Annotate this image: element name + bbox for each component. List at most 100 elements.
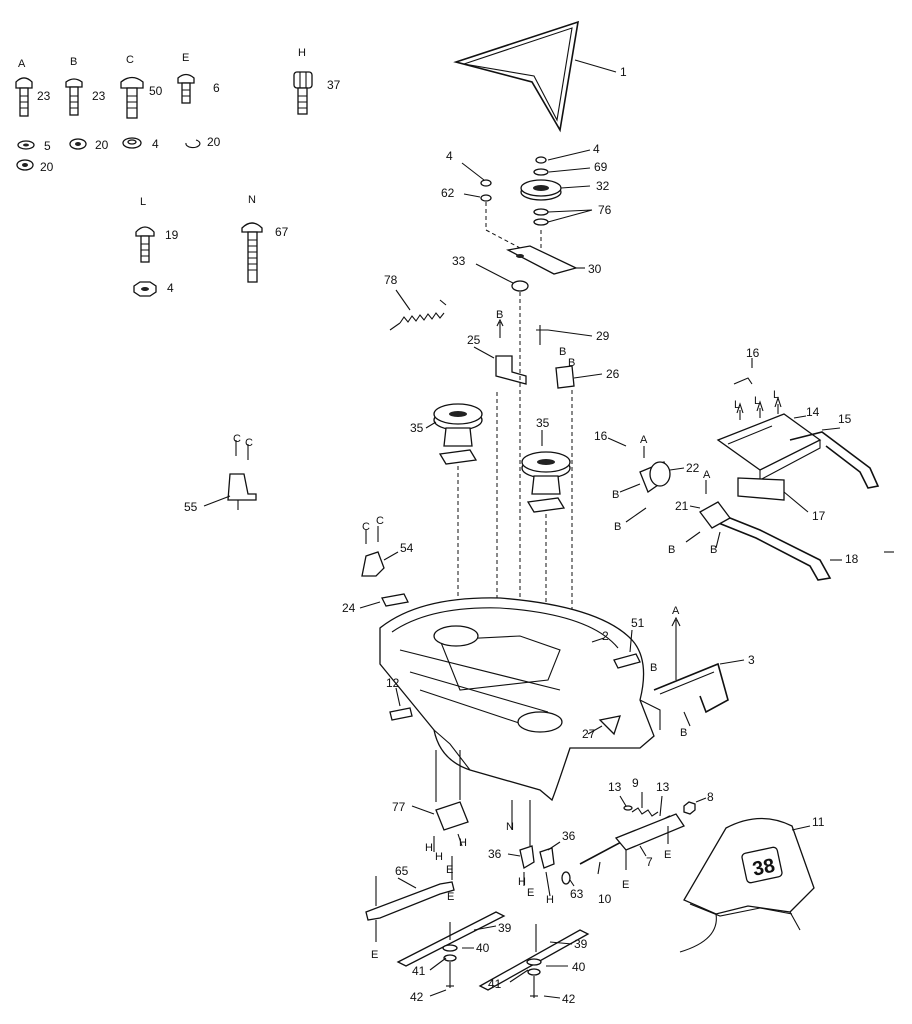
key-qty-c: 50 [149, 84, 163, 98]
idler-arm-bracket [506, 245, 585, 275]
lift-assembly [715, 358, 880, 581]
key-letter-b: B [70, 56, 77, 68]
marker-h-36a: H [518, 876, 526, 888]
callout-4a: 4 [446, 149, 453, 163]
carriage-bolt-e [177, 73, 195, 104]
callout-35b: 35 [536, 416, 550, 430]
callout-55: 55 [184, 500, 198, 514]
split-washer-icon [185, 139, 201, 149]
callout-35a: 35 [410, 421, 424, 435]
carriage-bolt-n [241, 222, 263, 283]
key-nut-20a: 20 [95, 138, 109, 152]
key-letter-c: C [126, 54, 134, 66]
marker-l-3: L [773, 389, 779, 401]
front-lift-rod [653, 616, 745, 727]
discharge-chute [679, 817, 815, 953]
callout-69: 69 [594, 160, 608, 174]
marker-e-65b: E [371, 949, 378, 961]
callout-77: 77 [392, 800, 406, 814]
flat-washer-icon [122, 137, 142, 149]
callout-26: 26 [606, 367, 620, 381]
callout-36b: 36 [488, 847, 502, 861]
callout-40a: 40 [476, 941, 490, 955]
front-hanger-77 [411, 750, 469, 870]
marker-e-65a: E [447, 891, 454, 903]
callout-13a: 13 [608, 780, 622, 794]
idler-bolt [536, 325, 593, 345]
marker-a-22: A [640, 434, 648, 446]
lift-pivot-plate [607, 437, 685, 523]
marker-c-55b: C [245, 437, 253, 449]
callout-36a: 36 [562, 829, 576, 843]
callout-27: 27 [582, 727, 596, 741]
callout-51: 51 [631, 616, 645, 630]
marker-b-22a: B [612, 489, 619, 501]
callout-39b: 39 [574, 937, 588, 951]
chute-badge: 38 [751, 855, 777, 881]
marker-a-3: A [672, 605, 680, 617]
callout-10: 10 [598, 892, 612, 906]
callout-13b: 13 [656, 780, 670, 794]
callout-39a: 39 [498, 921, 512, 935]
marker-c-54a: C [362, 521, 370, 533]
decal-12 [389, 687, 413, 721]
key-nut-20c: 20 [40, 160, 54, 174]
blade-left [396, 911, 506, 997]
marker-b-21a: B [668, 544, 675, 556]
key-washer-5: 5 [44, 139, 51, 153]
spring-rod-assembly [561, 792, 707, 887]
callout-42b: 42 [562, 992, 576, 1006]
callout-18: 18 [845, 552, 859, 566]
key-nut-4b: 4 [167, 281, 174, 295]
deck-bracket-25 [473, 318, 527, 385]
carriage-bolt-c [120, 76, 144, 119]
blade-right [478, 924, 590, 999]
marker-e-77: E [446, 864, 453, 876]
marker-e-7b: E [664, 849, 671, 861]
marker-c-54b: C [376, 515, 384, 527]
drive-belt [453, 20, 617, 133]
callout-78: 78 [384, 273, 398, 287]
marker-h-36b: H [546, 894, 554, 906]
callout-16b: 16 [594, 429, 608, 443]
callout-29: 29 [596, 329, 610, 343]
callout-62: 62 [441, 186, 455, 200]
spindle-left [425, 403, 483, 630]
spindle-right [521, 430, 571, 720]
callout-41a: 41 [412, 964, 426, 978]
callout-76: 76 [598, 203, 612, 217]
marker-h-77b: H [459, 837, 467, 849]
callout-33: 33 [452, 254, 466, 268]
marker-c-55a: C [233, 433, 241, 445]
key-washer-4a: 4 [152, 137, 159, 151]
callout-7: 7 [646, 855, 653, 869]
callout-65: 65 [395, 864, 409, 878]
marker-b-26a: B [559, 346, 566, 358]
idler-pulley-stack [461, 149, 593, 262]
key-qty-e: 6 [213, 81, 220, 95]
callout-30: 30 [588, 262, 602, 276]
marker-b-3a: B [650, 662, 657, 674]
carriage-bolt-l [135, 226, 155, 263]
carriage-bolt-a [15, 77, 33, 117]
callout-17: 17 [812, 509, 826, 523]
key-letter-h: H [298, 47, 306, 59]
deck-bracket-26 [555, 365, 603, 389]
hex-bolt-h [293, 71, 313, 115]
hex-nut-icon [16, 159, 34, 171]
marker-b-21b: B [710, 544, 717, 556]
carriage-bolt-b [65, 78, 83, 116]
marker-b-26b: B [568, 357, 575, 369]
hanger-bracket-55 [203, 440, 257, 510]
key-qty-b: 23 [92, 89, 106, 103]
fastener-key: A 23 B 23 C 50 E 6 [15, 47, 341, 297]
key-letter-e: E [182, 52, 189, 64]
callout-41b: 41 [488, 977, 502, 991]
key-qty-n: 67 [275, 225, 289, 239]
callout-9: 9 [632, 776, 639, 790]
key-qty-a: 23 [37, 89, 51, 103]
hanger-bracket-54 [361, 526, 399, 577]
mower-deck-housing [379, 597, 661, 802]
callout-32: 32 [596, 179, 610, 193]
marker-h-77c: H [435, 851, 443, 863]
